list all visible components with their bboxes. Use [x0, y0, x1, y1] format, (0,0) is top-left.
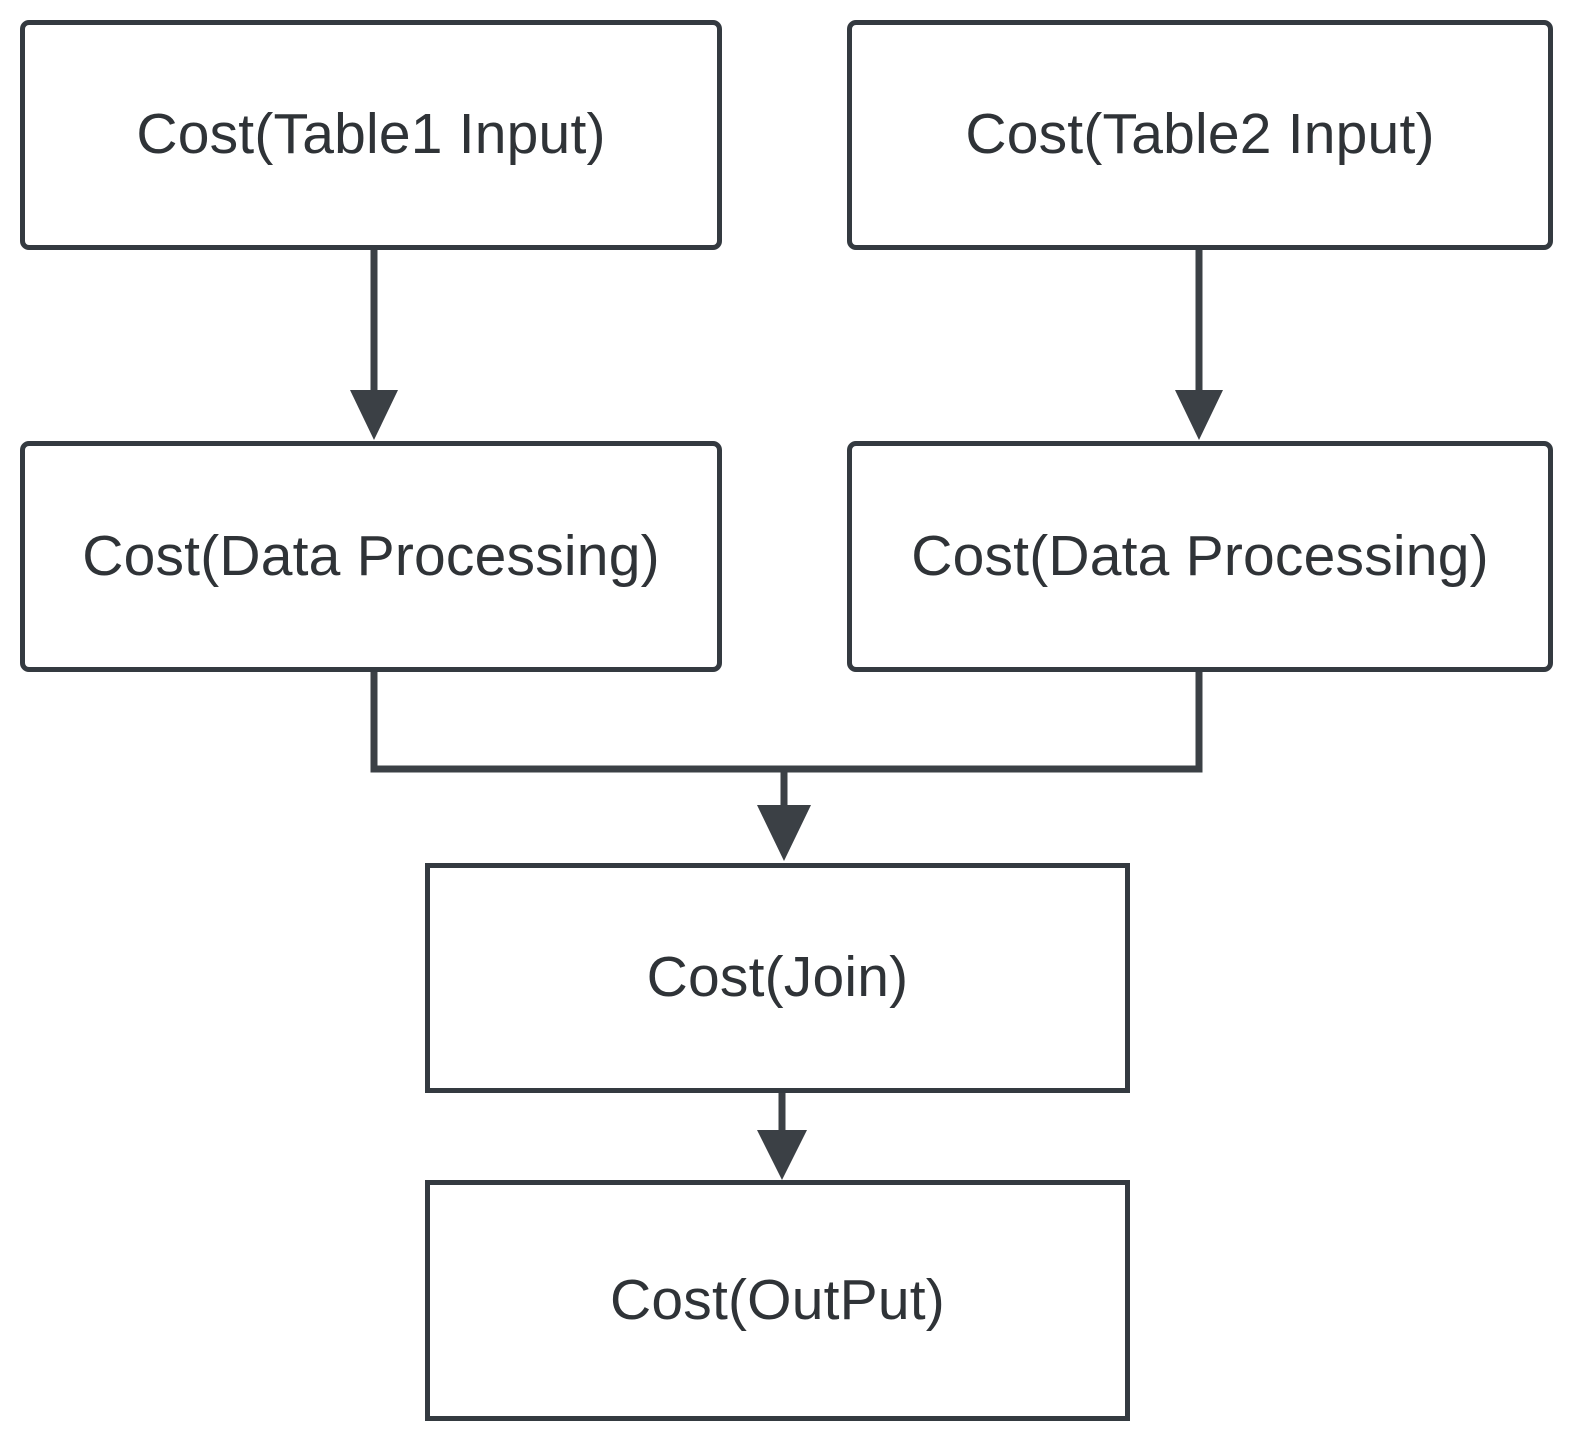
node-label: Cost(OutPut) [610, 1267, 945, 1332]
edge-join-to-output [757, 1093, 807, 1180]
node-cost-table1-input[interactable]: Cost(Table1 Input) [20, 20, 722, 250]
arrowhead-icon [757, 805, 811, 861]
node-label: Cost(Data Processing) [911, 523, 1489, 588]
arrowhead-icon [1175, 390, 1223, 440]
node-label: Cost(Data Processing) [82, 523, 660, 588]
arrowhead-icon [350, 390, 398, 440]
node-cost-join[interactable]: Cost(Join) [425, 863, 1130, 1093]
arrowhead-icon [757, 1130, 807, 1180]
node-cost-data-processing-right[interactable]: Cost(Data Processing) [847, 441, 1553, 672]
edge-dataproc-merge-to-join [370, 672, 1203, 861]
node-cost-table2-input[interactable]: Cost(Table2 Input) [847, 20, 1553, 250]
edge-merge-bus [370, 672, 1203, 773]
node-cost-output[interactable]: Cost(OutPut) [425, 1180, 1130, 1421]
node-label: Cost(Join) [646, 945, 909, 1010]
node-label: Cost(Table2 Input) [965, 102, 1435, 167]
edge-table1-to-dataproc-left [350, 250, 398, 440]
node-cost-data-processing-left[interactable]: Cost(Data Processing) [20, 441, 722, 672]
node-label: Cost(Table1 Input) [136, 102, 606, 167]
edge-table2-to-dataproc-right [1175, 250, 1223, 440]
